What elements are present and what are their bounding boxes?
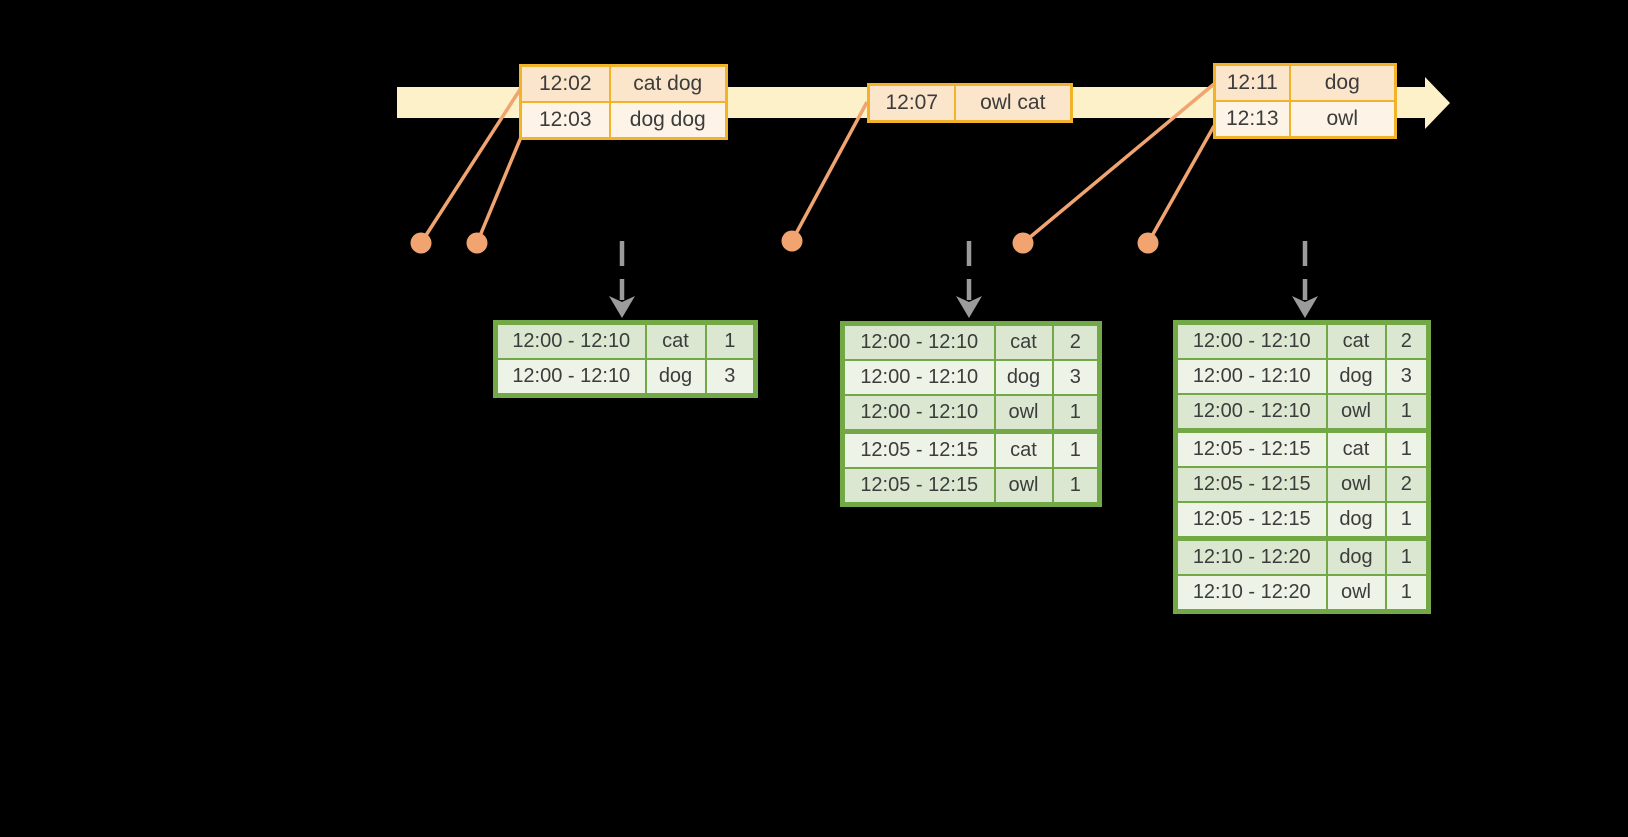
word-cell: cat [993,429,1054,469]
window-cell: 12:10 - 12:20 [1174,574,1328,613]
table-row: 12:00 - 12:10 cat 2 [841,322,1101,361]
count-cell: 3 [1051,359,1101,396]
word-cell: dog [1325,536,1387,576]
word-cell: owl [993,467,1054,506]
table-row: 12:00 - 12:10 dog 3 [1174,358,1430,395]
connector-line [475,129,526,244]
event-dot-icon [781,230,803,252]
trigger-arrow-icon [609,241,635,318]
table-row: 12:11 dog [1213,63,1397,102]
window-cell: 12:00 - 12:10 [1174,393,1328,432]
window-cell: 12:10 - 12:20 [1174,536,1328,576]
count-cell: 1 [1384,574,1430,613]
window-cell: 12:00 - 12:10 [1174,321,1328,360]
event-dots [410,230,1159,254]
connector-line [419,87,523,244]
word-cell: owl [1325,393,1387,432]
event-table-2: 12:07 owl cat [867,83,1073,123]
table-row: 12:00 - 12:10 dog 3 [841,359,1101,396]
result-table-2: 12:00 - 12:10 cat 2 12:00 - 12:10 dog 3 … [840,321,1102,507]
count-cell: 3 [704,358,757,397]
connector-lines [419,82,1216,245]
count-cell: 1 [704,321,757,360]
window-cell: 12:00 - 12:10 [841,359,996,396]
word-cell: cat [644,321,707,360]
window-cell: 12:00 - 12:10 [841,322,996,361]
table-row: 12:00 - 12:10 owl 1 [841,394,1101,433]
window-cell: 12:00 - 12:10 [841,394,996,433]
event-time: 12:13 [1213,100,1291,139]
result-table-1: 12:00 - 12:10 cat 1 12:00 - 12:10 dog 3 [493,320,758,398]
window-cell: 12:05 - 12:15 [841,467,996,506]
event-dot-icon [1137,232,1159,254]
window-cell: 12:05 - 12:15 [1174,466,1328,503]
event-dot-icon [1012,232,1034,254]
table-row: 12:00 - 12:10 cat 2 [1174,321,1430,360]
word-cell: owl [1325,466,1387,503]
table-row: 12:05 - 12:15 dog 1 [1174,501,1430,540]
table-row: 12:00 - 12:10 cat 1 [494,321,757,360]
window-cell: 12:00 - 12:10 [494,321,647,360]
count-cell: 2 [1051,322,1101,361]
window-cell: 12:00 - 12:10 [1174,358,1328,395]
trigger-arrow-icon [1292,241,1318,318]
connector-line [1021,82,1216,245]
word-cell: dog [1325,501,1387,540]
word-cell: cat [1325,428,1387,468]
table-row: 12:07 owl cat [867,83,1073,123]
event-time: 12:02 [519,64,611,103]
event-words: cat dog [608,64,728,103]
event-dot-icon [410,232,432,254]
table-row: 12:05 - 12:15 cat 1 [841,429,1101,469]
count-cell: 1 [1384,536,1430,576]
event-words: dog dog [608,101,728,140]
event-time: 12:03 [519,101,611,140]
table-row: 12:00 - 12:10 owl 1 [1174,393,1430,432]
window-cell: 12:05 - 12:15 [1174,501,1328,540]
table-row: 12:10 - 12:20 owl 1 [1174,574,1430,613]
window-cell: 12:00 - 12:10 [494,358,647,397]
count-cell: 2 [1384,321,1430,360]
table-row: 12:03 dog dog [519,101,728,140]
count-cell: 2 [1384,466,1430,503]
connector-line [790,101,869,242]
count-cell: 1 [1384,428,1430,468]
connector-line [1146,125,1216,244]
event-words: dog [1288,63,1397,102]
count-cell: 1 [1051,467,1101,506]
event-time: 12:07 [867,83,956,123]
table-row: 12:02 cat dog [519,64,728,103]
trigger-arrows [609,241,1318,318]
word-cell: owl [993,394,1054,433]
window-cell: 12:05 - 12:15 [841,429,996,469]
count-cell: 3 [1384,358,1430,395]
count-cell: 1 [1384,393,1430,432]
count-cell: 1 [1051,394,1101,433]
table-row: 12:13 owl [1213,100,1397,139]
word-cell: dog [644,358,707,397]
count-cell: 1 [1051,429,1101,469]
word-cell: cat [1325,321,1387,360]
table-row: 12:00 - 12:10 dog 3 [494,358,757,397]
count-cell: 1 [1384,501,1430,540]
event-table-3: 12:11 dog 12:13 owl [1213,63,1397,139]
table-row: 12:05 - 12:15 owl 1 [841,467,1101,506]
event-time: 12:11 [1213,63,1291,102]
table-row: 12:05 - 12:15 cat 1 [1174,428,1430,468]
table-row: 12:05 - 12:15 owl 2 [1174,466,1430,503]
trigger-arrow-icon [956,241,982,318]
word-cell: dog [1325,358,1387,395]
event-dot-icon [466,232,488,254]
word-cell: dog [993,359,1054,396]
event-words: owl [1288,100,1397,139]
window-cell: 12:05 - 12:15 [1174,428,1328,468]
word-cell: cat [993,322,1054,361]
result-table-3: 12:00 - 12:10 cat 2 12:00 - 12:10 dog 3 … [1173,320,1431,614]
table-row: 12:10 - 12:20 dog 1 [1174,536,1430,576]
event-table-1: 12:02 cat dog 12:03 dog dog [519,64,728,140]
event-words: owl cat [953,83,1073,123]
word-cell: owl [1325,574,1387,613]
